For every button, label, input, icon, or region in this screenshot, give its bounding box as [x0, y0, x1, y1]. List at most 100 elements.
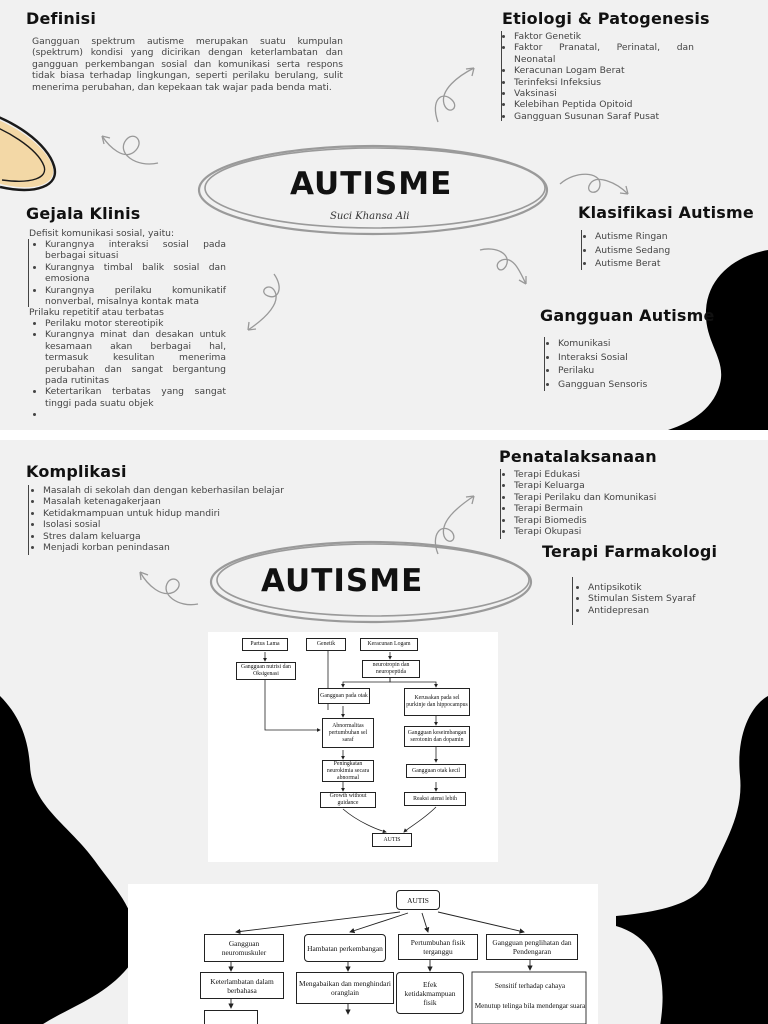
list-item: Autisme Sedang: [595, 244, 670, 258]
etiologi-heading: Etiologi & Patogenesis: [502, 9, 710, 28]
curly-arrow-icon: [559, 173, 629, 195]
list-item: Autisme Berat: [595, 257, 670, 271]
list-item: Vaksinasi: [514, 88, 694, 99]
list-item: Gangguan Susunan Saraf Pusat: [514, 111, 694, 122]
list-item: Gangguan Sensoris: [558, 378, 647, 392]
definisi-text: Gangguan spektrum autisme merupakan suat…: [32, 36, 343, 93]
list-item: Faktor Genetik: [514, 31, 694, 42]
list-item: Faktor Pranatal, Perinatal, dan Neonatal: [514, 42, 694, 65]
list-item: Keracunan Logam Berat: [514, 65, 694, 76]
gangguan-heading: Gangguan Autisme: [540, 306, 715, 325]
gejala-list-1: Kurangnya interaksi sosial pada berbagai…: [32, 239, 226, 307]
node-autis: AUTIS: [396, 890, 440, 910]
black-blob-shape: [668, 250, 768, 430]
gangguan-list: Komunikasi Interaksi Sosial Perilaku Gan…: [545, 337, 647, 391]
black-blob-shape: [616, 696, 768, 1024]
curly-arrow-icon: [479, 248, 527, 285]
komplikasi-divider: [28, 485, 29, 555]
list-item: [45, 409, 226, 420]
list-item: Terapi Okupasi: [514, 526, 656, 537]
list-item: Terapi Bermain: [514, 503, 656, 514]
list-item: Komunikasi: [558, 337, 647, 351]
list-item: Kurangnya minat dan desakan untuk kesama…: [45, 329, 226, 386]
curly-arrow-icon: [434, 67, 475, 123]
list-item: Perilaku motor stereotipik: [45, 318, 226, 329]
node-keracunan-logam: Keracunan Logam: [360, 638, 418, 651]
center-title: AUTISME: [290, 166, 453, 202]
list-item: Masalah di sekolah dan dengan keberhasil…: [43, 485, 284, 496]
farmakologi-heading: Terapi Farmakologi: [542, 542, 718, 561]
list-item: Antidepresan: [588, 605, 696, 616]
node-otak-kecil: Gangguan otak kecil: [406, 764, 466, 778]
list-item: Perilaku: [558, 364, 647, 378]
penatalaksanaan-list: Terapi Edukasi Terapi Keluarga Terapi Pe…: [501, 469, 656, 537]
flowchart-etiologi: Partus Lama Genetik Keracunan Logam Gang…: [208, 632, 498, 862]
gejala-intro-2: Prilaku repetitif atau terbatas: [29, 307, 164, 318]
curly-arrow-icon: [139, 571, 199, 606]
etiologi-list: Faktor Genetik Faktor Pranatal, Perinata…: [501, 31, 694, 122]
node-menutup-telinga: Menutup telinga bila mendengar suara: [474, 1002, 586, 1010]
flowchart-connectors: [228, 911, 533, 1015]
list-item: Terapi Edukasi: [514, 469, 656, 480]
list-item: Antipsikotik: [588, 582, 696, 593]
node-hambatan-perkembangan: Hambatan perkembangan: [304, 934, 386, 962]
farmakologi-list: Antipsikotik Stimulan Sistem Syaraf Anti…: [575, 582, 696, 616]
flowchart-manifestasi: AUTIS Gangguan neuromuskuler Hambatan pe…: [128, 884, 598, 1024]
center-ellipse: [209, 540, 533, 624]
farmakologi-divider: [572, 577, 573, 625]
node-serotonin-dopamin: Gangguan keseimbangan serotonin dan dopa…: [404, 726, 470, 747]
list-item: Kurangnya perilaku komunikatif nonverbal…: [45, 285, 226, 308]
node-gangguan-otak: Gangguan pada otak: [318, 688, 370, 704]
center-title: AUTISME: [261, 563, 424, 599]
page-separator: [0, 430, 768, 440]
definisi-heading: Definisi: [26, 9, 97, 28]
node-abnormalitas-saraf: Abnormalitas pertumbuhan sel saraf: [322, 718, 374, 748]
list-item: Kurangnya interaksi sosial pada berbagai…: [45, 239, 226, 262]
list-item: Menjadi korban penindasan: [43, 542, 284, 553]
node-cutoff: [204, 1010, 258, 1024]
komplikasi-heading: Komplikasi: [26, 462, 127, 481]
list-item: Interaksi Sosial: [558, 351, 647, 365]
black-blob-shape: [0, 696, 136, 1024]
decorative-ring-shape: [0, 116, 57, 192]
list-item: Terapi Keluarga: [514, 480, 656, 491]
penatalaksanaan-divider: [500, 469, 501, 539]
mindmap-page-1: Definisi Gangguan spektrum autisme merup…: [0, 0, 768, 430]
gejala-list-2: Perilaku motor stereotipik Kurangnya min…: [32, 318, 226, 420]
node-gangguan-nutrisi: Gangguan nutrisi dan Oksigenasi: [236, 662, 296, 680]
curly-arrow-icon: [247, 273, 280, 331]
node-sensitif-cahaya: Sensitif terhadap cahaya: [494, 982, 566, 990]
list-item: Ketidakmampuan untuk hidup mandiri: [43, 508, 284, 519]
node-growth-without-guidance: Growth without guidance: [320, 792, 376, 808]
node-gangguan-neuromuskuler: Gangguan neuromuskuler: [204, 934, 284, 962]
gejala-divider: [28, 239, 29, 307]
klasifikasi-list: Autisme Ringan Autisme Sedang Autisme Be…: [582, 230, 670, 271]
list-item: Terapi Perilaku dan Komunikasi: [514, 492, 656, 503]
mindmap-page-2: Komplikasi Masalah di sekolah dan dengan…: [0, 440, 768, 1024]
list-item: Masalah ketenagakerjaan: [43, 496, 284, 507]
curly-arrow-icon: [434, 495, 475, 555]
klasifikasi-divider: [581, 230, 582, 270]
klasifikasi-heading: Klasifikasi Autisme: [578, 203, 754, 222]
list-item: Terinfeksi Infeksius: [514, 77, 694, 88]
penatalaksanaan-heading: Penatalaksanaan: [499, 447, 657, 466]
node-genetik: Genetik: [306, 638, 346, 651]
node-neurokimia: Peningkatan neurokimia secara abnormal: [322, 760, 374, 782]
etiologi-divider: [501, 31, 502, 121]
node-reaksi-atensi: Reaksi atensi lebih: [404, 792, 466, 806]
node-penglihatan-pendengaran: Gangguan penglihatan dan Pendengaran: [486, 934, 578, 960]
node-kerusakan-purkinje: Kerusakan pada sel purkinje dan hippocam…: [404, 688, 470, 716]
node-partus-lama: Partus Lama: [242, 638, 288, 651]
box-outline: [471, 971, 587, 1024]
node-keterlambatan-berbahasa: Keterlambatan dalam berbahasa: [200, 972, 284, 999]
list-item: Isolasi sosial: [43, 519, 284, 530]
gangguan-divider: [544, 337, 545, 391]
node-neurotropin: neurotropin dan neuropeptida: [362, 660, 420, 678]
gejala-intro-1: Defisit komunikasi sosial, yaitu:: [29, 228, 175, 239]
list-item: Kurangnya timbal balik sosial dan emosio…: [45, 262, 226, 285]
list-item: Kelebihan Peptida Opitoid: [514, 99, 694, 110]
node-autis: AUTIS: [372, 833, 412, 847]
flowchart-connectors: [263, 646, 438, 834]
list-item: Ketertarikan terbatas yang sangat tinggi…: [45, 386, 226, 409]
list-item: Stres dalam keluarga: [43, 531, 284, 542]
